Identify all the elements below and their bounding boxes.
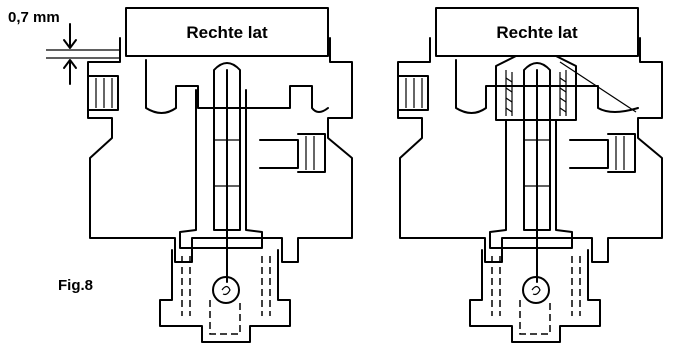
measurement-label: 0,7 mm [8,9,60,26]
left-top-bar [125,7,329,57]
right-top-bar [435,7,639,57]
right-valve-drawing [397,7,663,343]
left-bar-label: Rechte lat [186,23,268,42]
left-valve-drawing [46,7,353,343]
right-bar-label: Rechte lat [496,23,578,42]
fig-label: Fig.8 [58,277,93,294]
